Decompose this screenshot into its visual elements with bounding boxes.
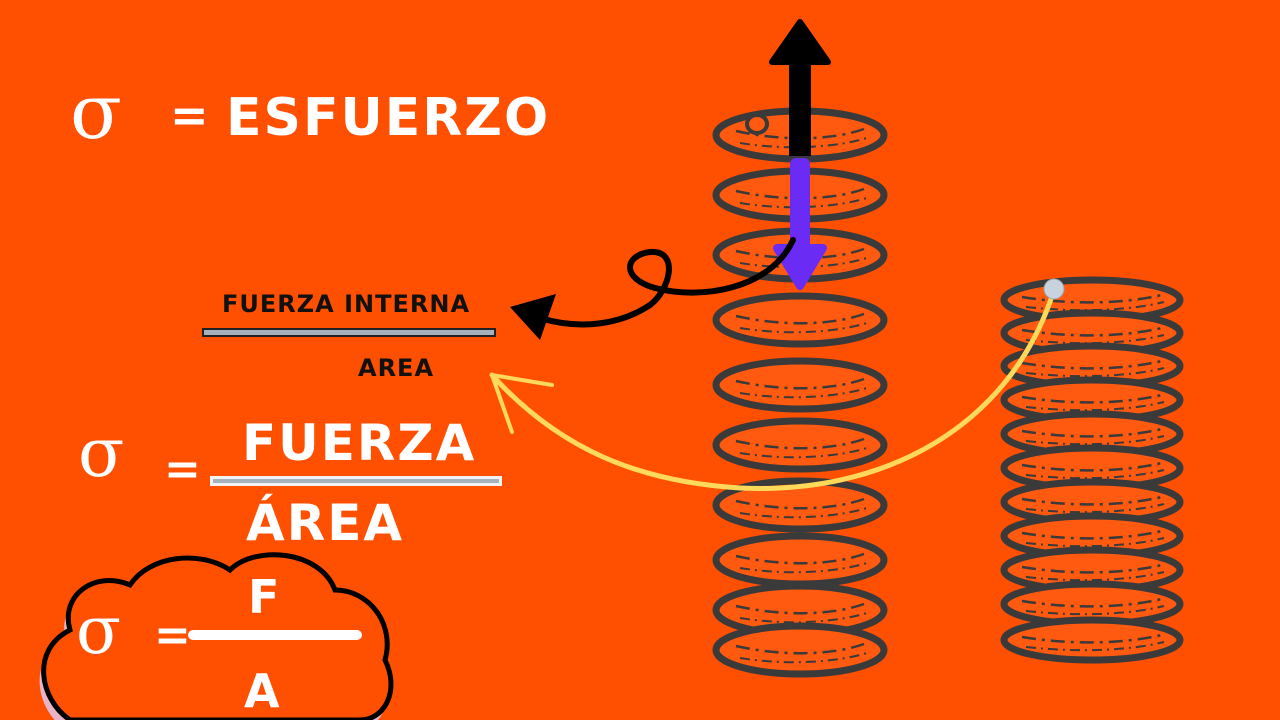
formula-numerator: FUERZA bbox=[242, 414, 477, 472]
yellow-arrow-icon bbox=[489, 278, 1065, 492]
stretched-spring-icon bbox=[716, 111, 884, 674]
definition-term: ESFUERZO bbox=[226, 88, 551, 148]
formula-denominator: ÁREA bbox=[246, 494, 405, 552]
equals-sign-2: = bbox=[164, 444, 203, 495]
arrow-up-icon bbox=[769, 19, 831, 156]
formula-short: σ = F A bbox=[76, 568, 376, 720]
curly-arrow-icon bbox=[510, 237, 796, 340]
sigma-symbol: σ bbox=[70, 67, 122, 156]
sigma-symbol-3: σ bbox=[76, 592, 122, 669]
fraction-bar bbox=[202, 328, 496, 337]
formula-short-numerator: F bbox=[248, 570, 282, 624]
arrow-down-icon bbox=[773, 158, 827, 290]
sigma-symbol-2: σ bbox=[78, 414, 125, 493]
compressed-spring-icon bbox=[1004, 280, 1180, 660]
formula-bar bbox=[210, 476, 502, 486]
formula-words: σ = FUERZA ÁREA bbox=[78, 410, 518, 550]
formula-short-bar bbox=[188, 630, 362, 640]
equals-sign: = bbox=[170, 88, 211, 142]
formula-short-denominator: A bbox=[244, 664, 282, 718]
fraction-numerator: FUERZA INTERNA bbox=[222, 290, 471, 318]
equals-sign-3: = bbox=[154, 610, 193, 661]
word-fraction: FUERZA INTERNA AREA bbox=[200, 288, 500, 388]
fraction-denominator: AREA bbox=[358, 354, 435, 382]
